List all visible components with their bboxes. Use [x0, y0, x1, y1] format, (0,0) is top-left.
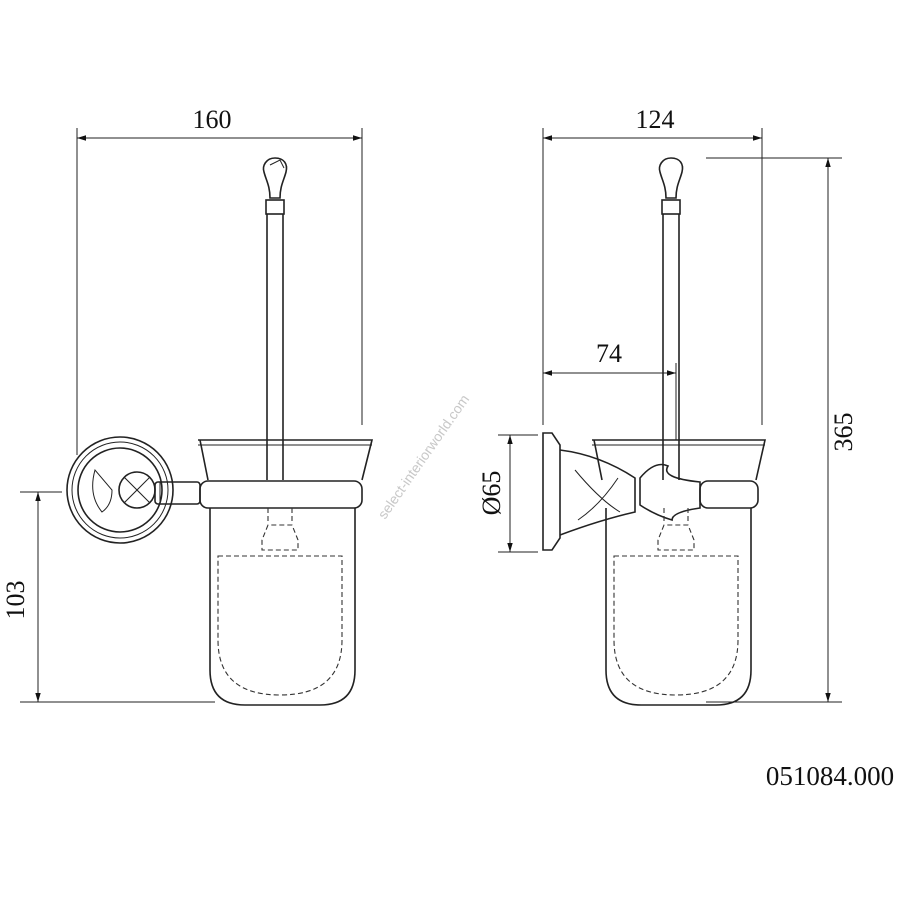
holder-arm	[154, 481, 201, 505]
brush-knob	[262, 157, 288, 199]
front-view: 160 103	[1, 105, 374, 706]
arm-bracket	[559, 449, 636, 536]
arm-leaf	[639, 463, 701, 522]
cup-body	[209, 508, 356, 706]
product-code: 051084.000	[766, 761, 894, 791]
holder-ring	[199, 480, 363, 509]
hidden-brush-head	[217, 555, 343, 696]
watermark: select-interiorworld.com	[374, 391, 472, 521]
side-view: 124 365 74 Ø65	[477, 105, 858, 706]
holder-ring	[699, 480, 759, 509]
dimension-depth-label: 124	[636, 105, 675, 134]
dimension-mount-height-label: 103	[1, 581, 30, 620]
wall-rosette	[66, 436, 174, 544]
wall-plate	[542, 432, 561, 551]
dimension-projection-label: 74	[596, 339, 622, 368]
cup-rim	[592, 439, 766, 481]
brush-knob	[658, 157, 684, 199]
cup-rim	[198, 439, 374, 481]
hidden-brush-head	[613, 555, 739, 696]
brush-collar	[661, 199, 681, 215]
cup-body	[605, 508, 752, 706]
dimension-width-label: 160	[193, 105, 232, 134]
brush-collar	[265, 199, 285, 215]
dimension-plate-diameter-label: Ø65	[477, 471, 506, 516]
dimension-height-label: 365	[829, 413, 858, 452]
